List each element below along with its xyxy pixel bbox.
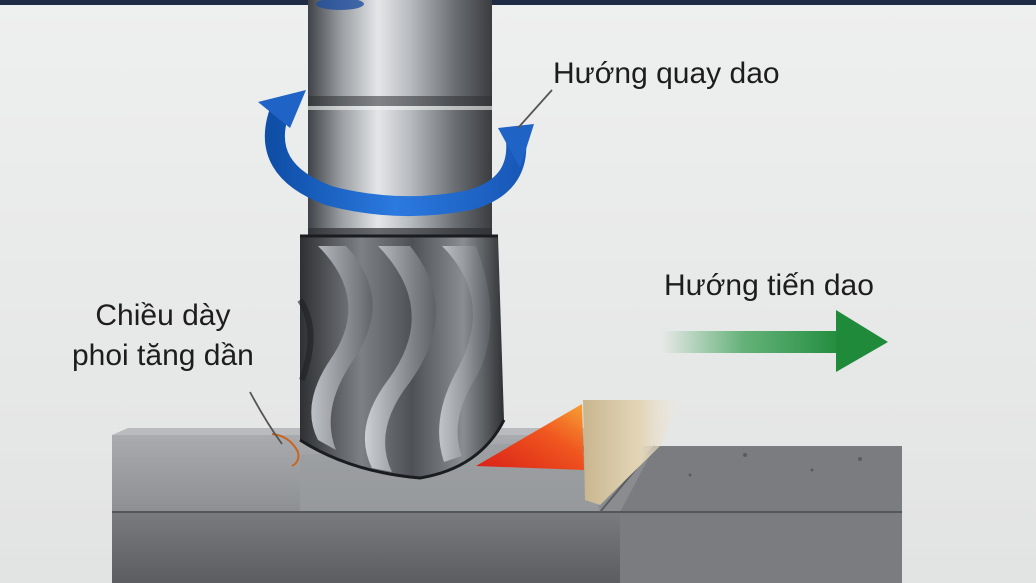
chip-thickness-label-line1: Chiều dày [95, 299, 231, 332]
top-border [0, 0, 1036, 5]
chip-thickness-label-line2: phoi tăng dần [72, 339, 254, 372]
thin-chip [271, 433, 300, 467]
rotation-direction-label: Hướng quay dao [553, 57, 780, 90]
hot-chip [476, 404, 584, 470]
feed-arrow [662, 310, 888, 372]
end-mill-cutter [297, 234, 506, 480]
chip-leader-line [249, 391, 283, 445]
rotation-leader-line [517, 89, 553, 129]
uncut-stock [583, 400, 680, 505]
chip-thickness-label: Chiều dày phoi tăng dần [72, 296, 254, 376]
feed-direction-label: Hướng tiến dao [664, 269, 874, 302]
rotation-arrow [258, 90, 534, 217]
